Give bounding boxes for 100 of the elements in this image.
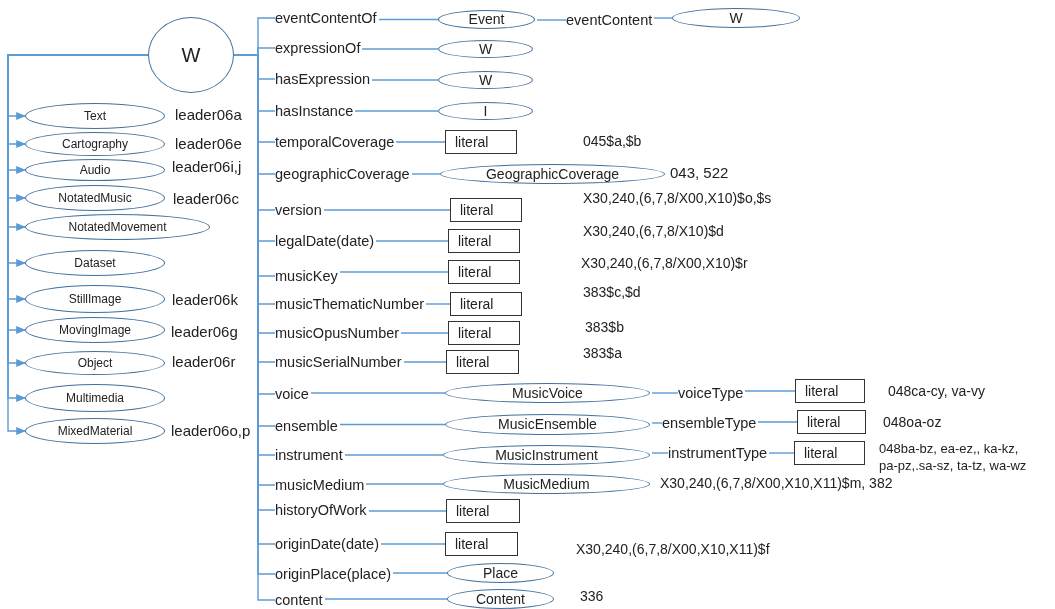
ellipse-node: Place bbox=[447, 563, 554, 583]
connector-line bbox=[375, 240, 449, 242]
property-label: temporalCoverage bbox=[275, 132, 395, 152]
connector-line bbox=[757, 421, 798, 423]
property-label: musicSerialNumber bbox=[275, 352, 402, 372]
root-ellipse: W bbox=[148, 17, 234, 93]
property-label: voiceType bbox=[678, 383, 744, 403]
connector-line bbox=[339, 271, 449, 273]
connector-line bbox=[425, 303, 451, 305]
marc-field-code: X30,240,(6,7,8/X00,X10,X11)$f bbox=[576, 541, 770, 557]
ellipse-node: GeographicCoverage bbox=[440, 164, 665, 184]
property-label: ensembleType bbox=[662, 413, 757, 433]
property-label: historyOfWork bbox=[275, 500, 367, 520]
connector-line bbox=[653, 17, 673, 19]
ellipse-node: MixedMaterial bbox=[25, 418, 165, 444]
literal-box: literal bbox=[450, 292, 522, 316]
connector-line bbox=[403, 361, 447, 363]
connector-line bbox=[365, 483, 444, 485]
property-label: musicMedium bbox=[275, 475, 365, 495]
marc-field-code: 045$a,$b bbox=[583, 133, 642, 149]
ellipse-node: Multimedia bbox=[25, 384, 165, 412]
literal-box: literal bbox=[445, 532, 518, 556]
ellipse-node: NotatedMusic bbox=[25, 185, 165, 211]
literal-box: literal bbox=[446, 499, 520, 523]
property-label: musicOpusNumber bbox=[275, 323, 400, 343]
literal-box: literal bbox=[448, 260, 520, 284]
connector-line bbox=[344, 454, 444, 456]
ellipse-node: MusicInstrument bbox=[443, 445, 650, 465]
connector-line bbox=[411, 173, 441, 175]
leader-code: leader06o,p bbox=[171, 422, 251, 439]
literal-box: literal bbox=[797, 410, 866, 434]
marc-field-code: 048ca-cy, va-vy bbox=[888, 383, 985, 399]
connector-line bbox=[536, 19, 567, 21]
marc-field-code: X30,240,(6,7,8/X00,X10)$o,$s bbox=[583, 190, 772, 206]
ellipse-node: Event bbox=[438, 9, 535, 29]
ellipse-node: Object bbox=[25, 351, 165, 375]
literal-box: literal bbox=[448, 321, 520, 345]
connector-line bbox=[400, 332, 449, 334]
leader-code: 043, 522 bbox=[670, 164, 729, 181]
marc-field-code: 383$a bbox=[583, 345, 622, 361]
marc-field-code: 383$b bbox=[585, 319, 624, 335]
property-label: hasInstance bbox=[275, 101, 354, 121]
connector-line bbox=[354, 110, 439, 112]
literal-box: literal bbox=[794, 441, 865, 465]
connector-line bbox=[361, 48, 439, 50]
leader-code: leader06a bbox=[175, 106, 242, 123]
literal-box: literal bbox=[446, 350, 519, 374]
literal-box: literal bbox=[445, 130, 517, 154]
connector-line bbox=[323, 209, 451, 211]
property-label: originPlace(place) bbox=[275, 564, 392, 584]
property-label: originDate(date) bbox=[275, 534, 379, 554]
ellipse-node: StillImage bbox=[25, 285, 165, 313]
marc-field-code: 048oa-oz bbox=[883, 414, 942, 430]
property-label: instrumentType bbox=[668, 443, 768, 463]
connector-line bbox=[768, 452, 795, 454]
marc-field-code: 048ba-bz, ea-ez,, ka-kz, pa-pz,.sa-sz, ta-tz, wa-wz bbox=[879, 440, 1028, 474]
ellipse-node: I bbox=[438, 102, 533, 120]
leader-code: leader06g bbox=[171, 323, 238, 340]
connector-line bbox=[371, 79, 439, 81]
marc-field-code: 383$c,$d bbox=[583, 284, 641, 300]
leader-code: leader06i,j bbox=[172, 158, 242, 175]
leader-code: leader06e bbox=[175, 135, 242, 152]
marc-field-code: X30,240,(6,7,8/X00,X10,X11)$m, 382 bbox=[660, 475, 893, 491]
ellipse-node: Cartography bbox=[25, 132, 165, 156]
ellipse-node: MusicVoice bbox=[445, 383, 650, 403]
connector-line bbox=[339, 423, 446, 426]
literal-box: literal bbox=[448, 229, 520, 253]
leader-code: leader06k bbox=[172, 291, 238, 308]
connector-line bbox=[744, 390, 796, 392]
property-label: version bbox=[275, 200, 322, 220]
connector-line bbox=[380, 543, 446, 545]
connector-line bbox=[651, 392, 679, 394]
ellipse-node: Audio bbox=[25, 159, 165, 181]
property-label: ensemble bbox=[275, 416, 338, 436]
marc-field-code: X30,240,(6,7,8/X10)$d bbox=[583, 223, 724, 239]
ellipse-node: Content bbox=[447, 589, 554, 609]
property-label: hasExpression bbox=[275, 69, 371, 89]
property-label: musicThematicNumber bbox=[275, 294, 425, 314]
connector-line bbox=[368, 510, 447, 512]
property-label: expressionOf bbox=[275, 38, 361, 58]
marc-field-code: X30,240,(6,7,8/X00,X10)$r bbox=[581, 255, 748, 271]
leader-code: leader06r bbox=[172, 353, 236, 370]
literal-box: literal bbox=[795, 379, 865, 403]
connector-line bbox=[378, 18, 439, 21]
connector-line bbox=[651, 452, 669, 454]
connector-line bbox=[392, 572, 448, 574]
connector-line bbox=[395, 141, 446, 143]
property-label: eventContentOf bbox=[275, 8, 377, 28]
ellipse-node: W bbox=[438, 40, 533, 58]
property-label: legalDate(date) bbox=[275, 231, 375, 251]
property-label: eventContent bbox=[566, 10, 653, 30]
property-label: content bbox=[275, 590, 323, 609]
marc-field-code: 336 bbox=[580, 588, 604, 604]
ellipse-node: Text bbox=[25, 103, 165, 129]
literal-box: literal bbox=[450, 198, 522, 222]
ellipse-node: MusicEnsemble bbox=[445, 413, 650, 435]
property-label: geographicCoverage bbox=[275, 164, 410, 184]
connector-line bbox=[651, 422, 663, 424]
ellipse-node: NotatedMovement bbox=[25, 214, 210, 240]
leader-code: leader06c bbox=[173, 190, 239, 207]
